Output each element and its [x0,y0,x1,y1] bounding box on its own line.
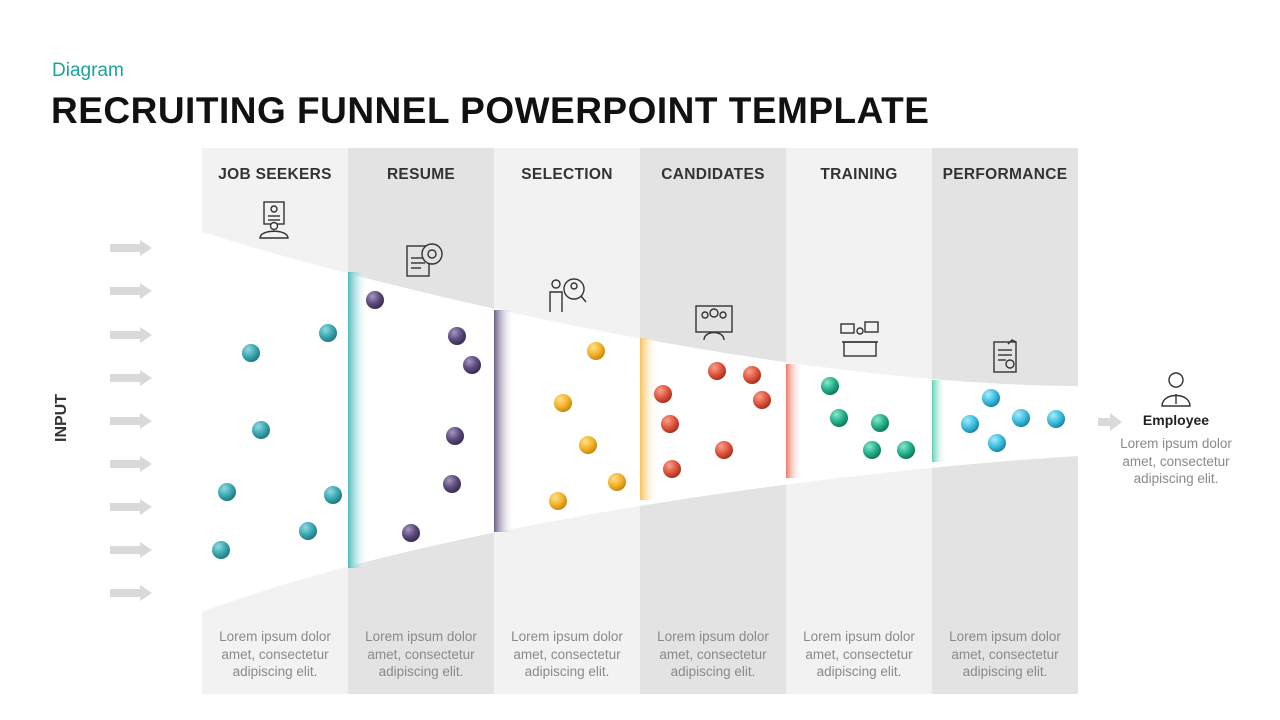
dots-selection [549,342,626,510]
dot [319,324,337,342]
dot [218,483,236,501]
dot [871,414,889,432]
magnifier-person-icon [549,278,587,312]
stage-desc-candidates: Lorem ipsum dolor amet, consectetur adip… [657,629,769,679]
dot [1012,409,1030,427]
slide-kicker: Diagram [52,60,124,81]
stage-divider-resume [348,272,368,568]
job-seeker-resume-icon [259,201,289,239]
dot [897,441,915,459]
dot [715,441,733,459]
stage-divider-selection [494,310,514,532]
stage-desc-performance: Lorem ipsum dolor amet, consectetur adip… [949,629,1061,679]
dot [753,391,771,409]
stage-label-training: TRAINING [820,166,898,183]
dot [863,441,881,459]
dots-job-seekers [212,324,342,559]
stage-label-performance: PERFORMANCE [942,166,1068,183]
dot [549,492,567,510]
dots-performance [961,389,1065,452]
dot [830,409,848,427]
dot [299,522,317,540]
stage-label-job-seekers: JOB SEEKERS [218,166,332,183]
output-arrow [1098,413,1122,431]
employee-icon [1161,372,1191,407]
dot [961,415,979,433]
resume-gear-icon [406,243,443,277]
dot [982,389,1000,407]
input-arrow [110,413,152,429]
dot [366,291,384,309]
dots-candidates [654,362,771,478]
dot [608,473,626,491]
dot [708,362,726,380]
dot [252,421,270,439]
input-label: INPUT [53,394,70,442]
stage-desc-job-seekers: Lorem ipsum dolor amet, consectetur adip… [219,629,331,679]
dot [402,524,420,542]
input-arrow [110,327,152,343]
dot [448,327,466,345]
dot [324,486,342,504]
stage-desc-selection: Lorem ipsum dolor amet, consectetur adip… [511,629,623,679]
candidates-board-icon [695,305,733,341]
input-arrows [110,240,152,601]
employee-description: Lorem ipsum dolor amet, consectetur adip… [1120,436,1232,486]
stage-divider-candidates [640,338,658,500]
slide-title: RECRUITING FUNNEL POWERPOINT TEMPLATE [51,90,930,131]
dot [554,394,572,412]
dot [242,344,260,362]
input-arrow [110,499,152,515]
dot [743,366,761,384]
dots-resume [366,291,481,542]
training-desk-icon [840,321,879,357]
input-arrow [110,240,152,256]
input-arrow [110,370,152,386]
stage-divider-performance [932,380,946,462]
dot [654,385,672,403]
dot [988,434,1006,452]
dot [663,460,681,478]
input-arrow [110,542,152,558]
stage-label-selection: SELECTION [521,166,613,183]
dot [821,377,839,395]
employee-title: Employee [1142,412,1210,428]
dot [579,436,597,454]
dot [212,541,230,559]
stage-divider-training [786,364,802,478]
dot [1047,410,1065,428]
stage-desc-resume: Lorem ipsum dolor amet, consectetur adip… [365,629,477,679]
dot [661,415,679,433]
input-arrow [110,456,152,472]
dot [446,427,464,445]
dot [443,475,461,493]
dots-training [821,377,915,459]
stage-label-candidates: CANDIDATES [661,166,765,183]
stage-label-resume: RESUME [386,166,456,183]
dot [463,356,481,374]
input-arrow [110,283,152,299]
performance-report-icon [993,339,1017,373]
input-arrow [110,585,152,601]
dot [587,342,605,360]
stage-desc-training: Lorem ipsum dolor amet, consectetur adip… [803,629,915,679]
